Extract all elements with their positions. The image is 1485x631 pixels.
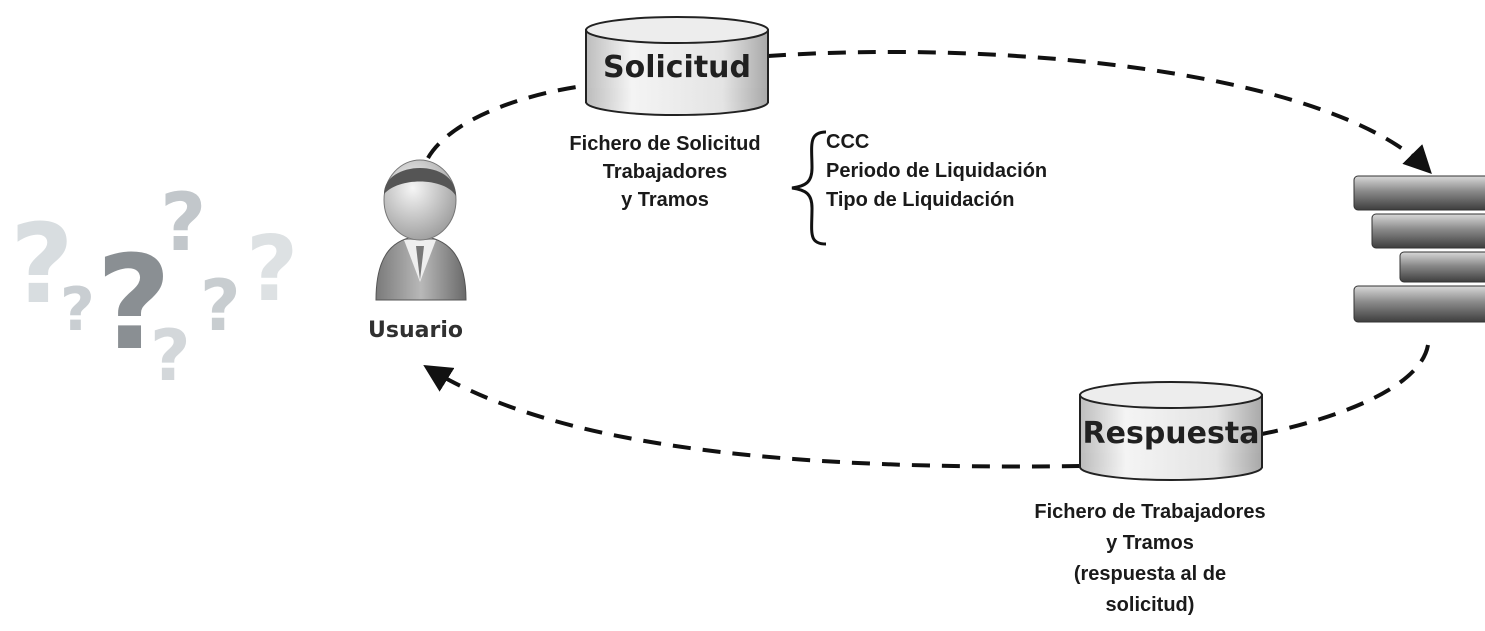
request-label: Solicitud	[602, 50, 752, 85]
server-block-icon	[1353, 175, 1485, 323]
svg-text:?: ?	[60, 275, 95, 345]
svg-text:?: ?	[246, 217, 298, 322]
caption-line: (respuesta al de	[1073, 563, 1227, 585]
caption-line: Fichero de Trabajadores	[1034, 501, 1266, 523]
caption-line: Fichero de Solicitud	[569, 133, 761, 155]
svg-text:?: ?	[200, 265, 241, 347]
request-cylinder	[585, 16, 769, 116]
question-marks-icon: ? ? ? ? ? ? ?	[10, 176, 298, 397]
svg-text:?: ?	[150, 315, 191, 397]
response-arrow	[423, 365, 1081, 469]
response-label: Respuesta	[1082, 416, 1260, 451]
request-arrow-to-server	[767, 49, 1432, 174]
caption-line: y Tramos	[1106, 532, 1194, 554]
field-item: Periodo de Liquidación	[826, 160, 1048, 182]
svg-text:?: ?	[160, 176, 206, 269]
user-label: Usuario	[368, 318, 463, 343]
request-fields-list: CCC Periodo de Liquidación Tipo de Liqui…	[826, 128, 1047, 215]
curly-brace	[791, 130, 827, 246]
response-file-caption: Fichero de Trabajadores y Tramos (respue…	[1000, 497, 1300, 621]
request-arrow	[426, 84, 584, 160]
svg-text:?: ?	[10, 200, 74, 328]
field-item: Tipo de Liquidación	[826, 189, 1015, 211]
caption-line: solicitud)	[1105, 594, 1195, 616]
response-cylinder	[1079, 381, 1263, 481]
caption-line: y Tramos	[621, 189, 709, 211]
request-file-caption: Fichero de Solicitud Trabajadores y Tram…	[540, 130, 790, 214]
response-arrow-from-server	[1261, 344, 1430, 436]
svg-text:?: ?	[96, 227, 171, 379]
caption-line: Trabajadores	[602, 161, 728, 183]
user-icon	[375, 159, 467, 301]
field-item: CCC	[826, 131, 870, 153]
